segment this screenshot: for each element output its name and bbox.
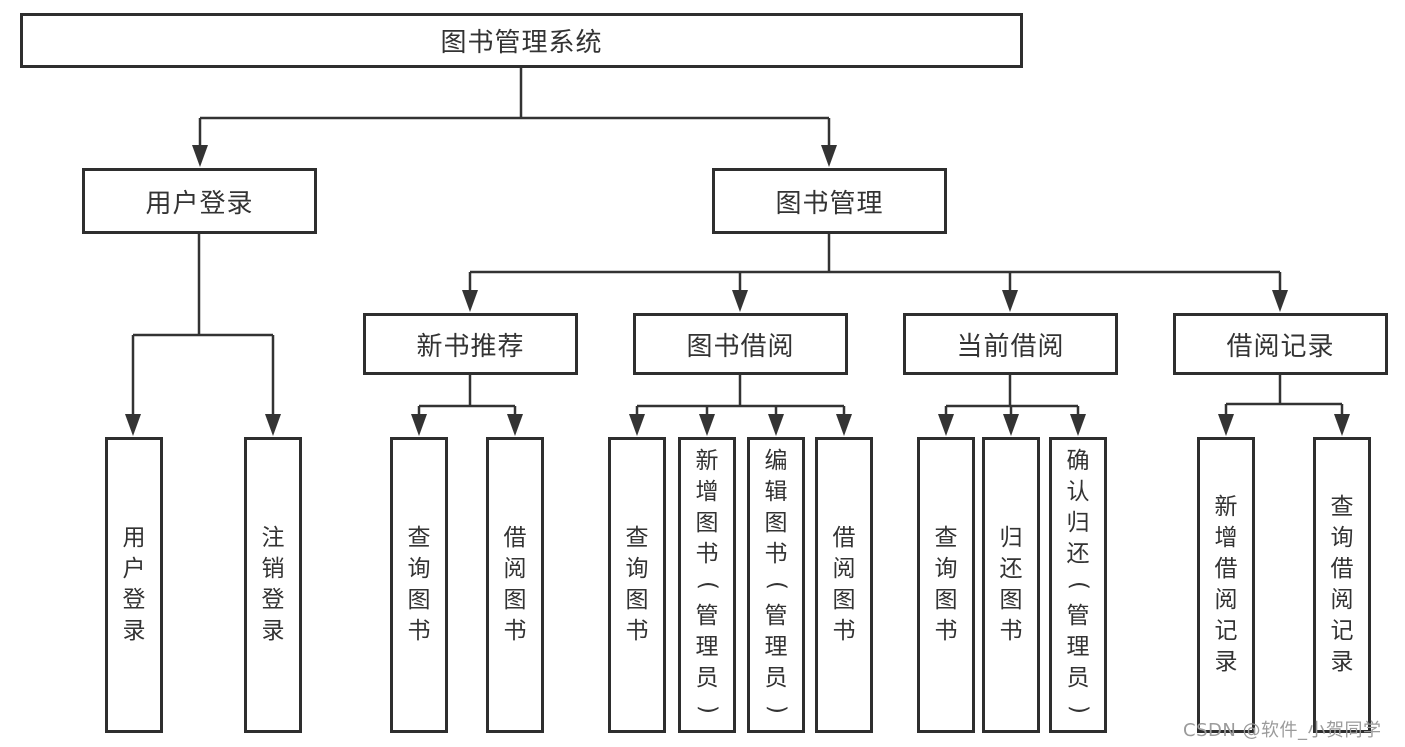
node-new-book-recommendation: 新书推荐 — [363, 313, 578, 375]
leaf-borrow-books-recommend: 借阅图书 — [486, 437, 544, 733]
node-borrowing-records: 借阅记录 — [1173, 313, 1388, 375]
node-library-management-system: 图书管理系统 — [20, 13, 1023, 68]
node-book-borrowing: 图书借阅 — [633, 313, 848, 375]
node-user-login: 用户登录 — [82, 168, 317, 234]
leaf-borrow-books-borrowing: 借阅图书 — [815, 437, 873, 733]
node-book-management: 图书管理 — [712, 168, 947, 234]
leaf-confirm-return-admin: 确认归还(管理员) — [1049, 437, 1107, 733]
arrowheads — [125, 145, 1350, 436]
leaf-query-books-borrowing: 查询图书 — [608, 437, 666, 733]
leaf-edit-books-admin: 编辑图书(管理员) — [747, 437, 805, 733]
leaf-return-books: 归还图书 — [982, 437, 1040, 733]
node-current-borrowing: 当前借阅 — [903, 313, 1118, 375]
leaf-user-login: 用户登录 — [105, 437, 163, 733]
leaf-query-books-recommend: 查询图书 — [390, 437, 448, 733]
watermark: CSDN @软件_小贺同学 — [1183, 720, 1382, 741]
leaf-query-books-current: 查询图书 — [917, 437, 975, 733]
leaf-add-borrow-record: 新增借阅记录 — [1197, 437, 1255, 733]
leaf-logout-login: 注销登录 — [244, 437, 302, 733]
leaf-add-books-admin: 新增图书(管理员) — [678, 437, 736, 733]
leaf-query-borrow-record: 查询借阅记录 — [1313, 437, 1371, 733]
